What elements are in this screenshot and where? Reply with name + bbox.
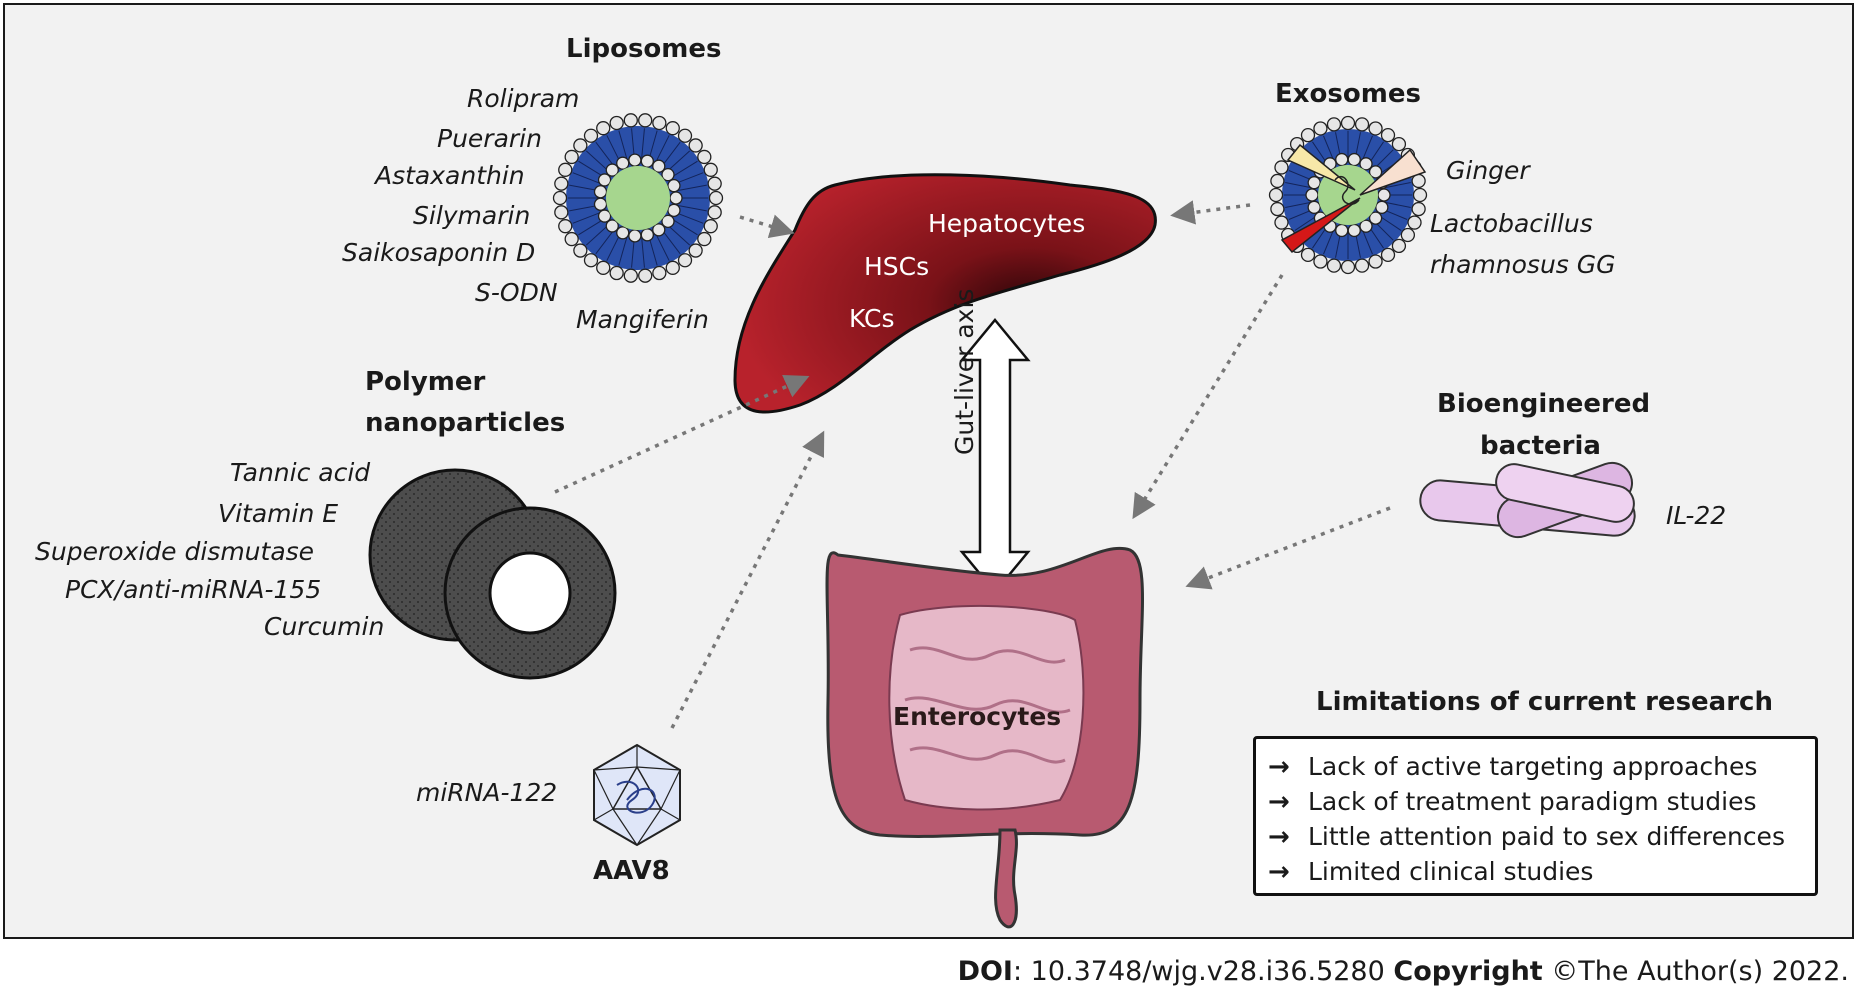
polymer-drug-vitamin-e: Vitamin E [218, 499, 339, 528]
arrow-right-icon: → [1268, 821, 1290, 852]
intestine-label-enterocytes: Enterocytes [893, 702, 1062, 731]
liposome-drug-s-odn: S-ODN [475, 278, 558, 307]
limitation-text: Lack of treatment paradigm studies [1308, 787, 1757, 816]
arrow-bacteria-to-intestine [1185, 506, 1391, 590]
exosome-source-rhamnosus: rhamnosus GG [1430, 250, 1616, 279]
polymer-title-line1: Polymer [365, 367, 486, 397]
aav-cargo-mirna-122: miRNA-122 [416, 778, 558, 807]
limitation-text: Lack of active targeting approaches [1308, 752, 1758, 781]
citation-footer: DOI: 10.3748/wjg.v28.i36.5280 Copyright … [958, 956, 1849, 987]
liposomes-title: Liposomes [566, 34, 722, 64]
aav8-graphic [593, 743, 681, 847]
exosome-source-lactobacillus: Lactobacillus [1430, 209, 1593, 238]
polymer-title-line2: nanoparticles [365, 408, 566, 438]
arrow-polymer-to-liver [554, 374, 810, 494]
arrow-exosome-to-liver [1170, 200, 1251, 225]
copyright-value: ©The Author(s) 2022. [1542, 956, 1849, 987]
doi-value: : 10.3748/wjg.v28.i36.5280 [1012, 956, 1394, 987]
limitation-item: → Lack of treatment paradigm studies [1268, 784, 1815, 819]
limitation-item: → Limited clinical studies [1268, 854, 1815, 889]
arrow-aav-to-liver [670, 430, 825, 729]
liposome-drug-silymarin: Silymarin [413, 201, 531, 230]
arrow-exosome-to-intestine [1132, 274, 1284, 520]
limitation-text: Little attention paid to sex differences [1308, 822, 1785, 851]
limitations-title: Limitations of current research [1316, 687, 1773, 717]
limitation-item: → Lack of active targeting approaches [1268, 749, 1815, 784]
exosome-graphic [1268, 115, 1428, 275]
polymer-drug-curcumin: Curcumin [264, 612, 385, 641]
intestine-graphic [825, 547, 1144, 929]
bacteria-title-line2: bacteria [1480, 431, 1601, 461]
liposome-drug-puerarin: Puerarin [437, 124, 542, 153]
gut-liver-axis-label: Gut-liver axis [950, 288, 979, 455]
bacteria-graphic [1419, 461, 1636, 539]
bacteria-title-line1: Bioengineered [1437, 389, 1651, 419]
copyright-label: Copyright [1393, 956, 1543, 987]
polymer-drug-pcx-anti-mirna-155: PCX/anti-miRNA-155 [65, 575, 322, 604]
arrow-right-icon: → [1268, 751, 1290, 782]
bacteria-cargo-il-22: IL-22 [1666, 501, 1727, 530]
liposome-drug-astaxanthin: Astaxanthin [375, 161, 525, 190]
polymer-drug-superoxide-dismutase: Superoxide dismutase [35, 537, 315, 566]
polymer-drug-tannic-acid: Tannic acid [230, 458, 371, 487]
limitation-item: → Little attention paid to sex differenc… [1268, 819, 1815, 854]
doi-label: DOI [957, 956, 1013, 987]
arrow-right-icon: → [1268, 856, 1290, 887]
exosome-source-ginger: Ginger [1446, 156, 1530, 185]
liver-cell-hepatocytes: Hepatocytes [928, 209, 1086, 238]
liposome-graphic [552, 113, 724, 283]
exosomes-title: Exosomes [1275, 79, 1421, 109]
delivery-arrows [554, 200, 1391, 729]
liver-cell-hscs: HSCs [864, 252, 930, 281]
polymer-nanoparticle-graphic [368, 468, 617, 680]
liver-cell-kcs: KCs [849, 304, 895, 333]
limitations-box: → Lack of active targeting approaches → … [1253, 736, 1818, 896]
liposome-drug-mangiferin: Mangiferin [576, 305, 709, 334]
liposome-drug-rolipram: Rolipram [467, 84, 580, 113]
liposome-drug-saikosaponin-d: Saikosaponin D [342, 238, 536, 267]
arrow-right-icon: → [1268, 786, 1290, 817]
aav8-title: AAV8 [593, 856, 670, 886]
arrow-liposome-to-liver [739, 214, 795, 239]
limitation-text: Limited clinical studies [1308, 857, 1594, 886]
liver-shape [733, 173, 1157, 414]
